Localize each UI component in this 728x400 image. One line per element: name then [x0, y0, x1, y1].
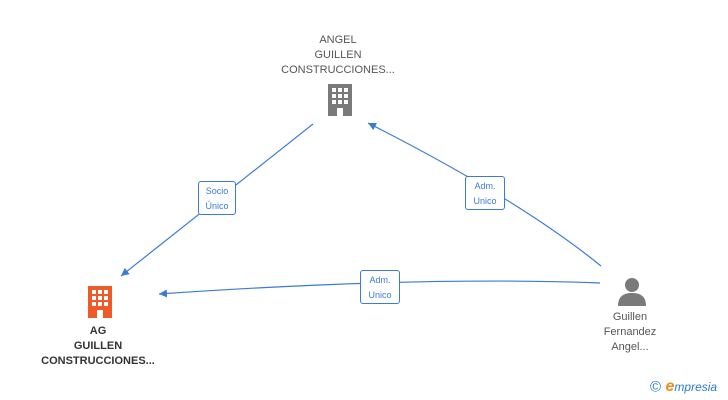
edge-label-socio-unico: Socio Único	[198, 181, 236, 215]
empresia-logo: © empresia	[650, 378, 717, 396]
brand-initial: e	[665, 378, 675, 395]
node-label-top-company[interactable]: ANGEL GUILLEN CONSTRUCCIONES...	[281, 34, 395, 76]
edge-label-adm-unico-top: Adm. Unico	[465, 176, 505, 210]
node-label-main-company[interactable]: AG GUILLEN CONSTRUCCIONES...	[41, 325, 155, 367]
building-icon[interactable]	[324, 82, 356, 118]
copyright-icon: ©	[650, 378, 662, 396]
person-icon[interactable]	[616, 276, 648, 306]
edge-label-adm-unico-main: Adm. Unico	[360, 270, 400, 304]
building-icon-main[interactable]	[84, 284, 116, 320]
node-label-person[interactable]: Guillen Fernandez Angel...	[603, 311, 657, 353]
brand-name: mpresia	[674, 380, 718, 394]
